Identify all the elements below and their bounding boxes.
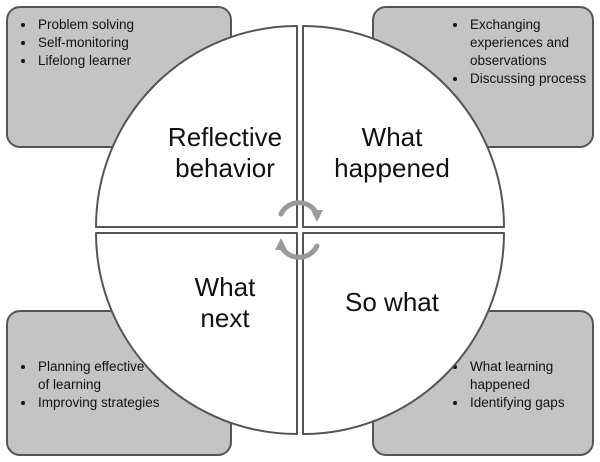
bullet-item: Problem solving [36,16,186,34]
bullet-item: Exchanging experiences and observations [468,16,600,70]
what-happened-label: What happened [334,122,450,183]
bullet-item: Improving strategies [36,394,181,412]
bullet-item: Identifying gaps [468,394,598,412]
quadrant-so-what [302,232,505,435]
cycle-arrows-icon [278,200,320,260]
bullet-list: Exchanging experiences and observations … [454,16,600,88]
what-next-label: What next [194,272,256,333]
bullet-item: Planning effective use of learning [36,358,181,394]
bullet-list: Planning effective use of learning Impro… [22,358,181,412]
quadrant-what-next [95,232,298,435]
so-what-label: So what [345,287,439,317]
quadrant-what-happened [302,25,505,228]
bullet-list: What learning happened Identifying gaps [454,358,598,412]
bullet-item: What learning happened [468,358,598,394]
reflective-behavior-label: Reflective behavior [167,122,283,183]
bullet-item: Discussing process [468,70,600,88]
quadrant-reflective-behavior [95,25,298,228]
bullet-item: Lifelong learner [36,52,186,70]
bullet-item: Self-monitoring [36,34,186,52]
bullet-list: Problem solving Self-monitoring Lifelong… [22,16,186,70]
